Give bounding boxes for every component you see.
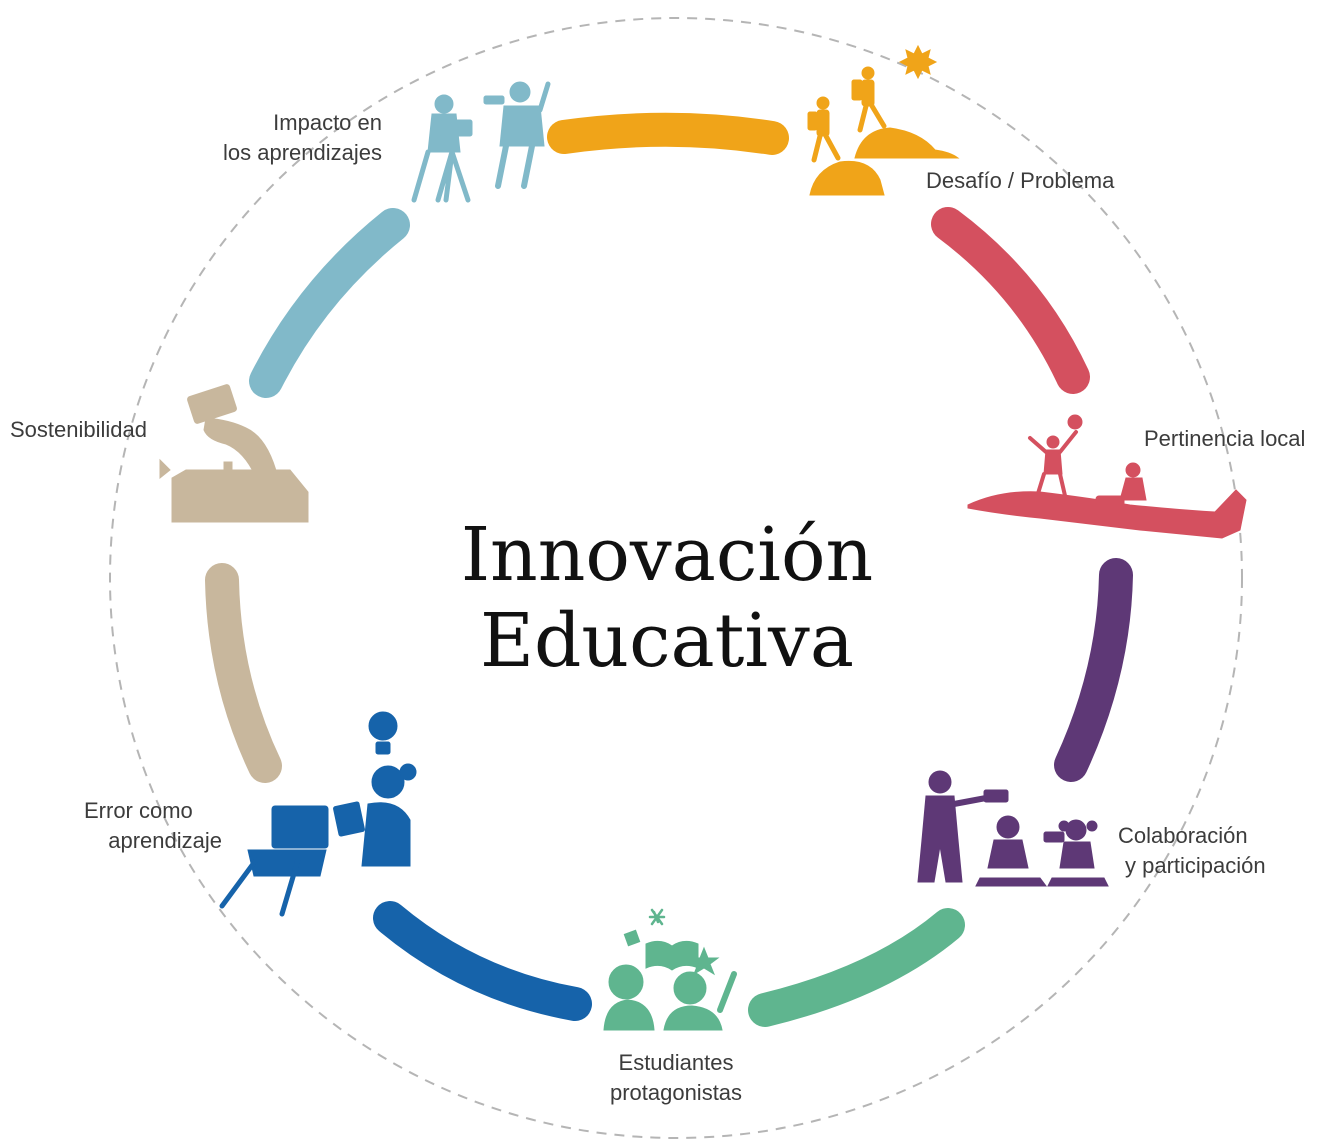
- center-title: Innovación Educativa: [367, 512, 967, 684]
- students-reading-icon: [603, 908, 737, 1031]
- arc-pertinencia: [931, 207, 1090, 394]
- arc-sostenibilidad: [205, 563, 282, 783]
- chile-map-kids-icon: [967, 414, 1247, 539]
- hand-money-school-icon: [159, 384, 309, 523]
- label-error-line1: Error como: [84, 798, 193, 823]
- arc-error: [373, 901, 592, 1021]
- label-colaboracion: Colaboración y participación: [1118, 821, 1266, 881]
- label-impacto: Impacto en los aprendizajes: [182, 108, 382, 168]
- laptop-idea-icon: [219, 711, 417, 917]
- camera-interview-icon: [411, 81, 551, 203]
- hikers-climbing-icon: [807, 44, 960, 196]
- label-colaboracion-line2: y participación: [1125, 853, 1266, 878]
- label-desafio-line1: Desafío / Problema: [926, 168, 1115, 193]
- teacher-kids-robot-icon: [917, 770, 1109, 887]
- label-estudiantes-line2: protagonistas: [609, 1080, 743, 1105]
- label-colaboracion-line1: Colaboración: [1118, 823, 1248, 848]
- label-desafio: Desafío / Problema: [926, 166, 1114, 196]
- title-line2: Educativa: [480, 598, 854, 684]
- label-estudiantes-line1: Estudiantes: [618, 1050, 734, 1075]
- label-sostenibilidad-line1: Sostenibilidad: [10, 417, 147, 442]
- label-impacto-line1: Impacto en: [273, 110, 382, 135]
- title-line1: Innovación: [460, 512, 874, 598]
- arc-impacto: [249, 208, 410, 398]
- label-impacto-line2: los aprendizajes: [223, 140, 382, 165]
- dashed-outer-ring: [109, 17, 1243, 1139]
- label-pertinencia: Pertinencia local: [1144, 424, 1305, 454]
- label-estudiantes: Estudiantes protagonistas: [576, 1048, 776, 1108]
- arc-desafio: [547, 112, 789, 155]
- label-error-line2: aprendizaje: [108, 828, 222, 853]
- label-pertinencia-line1: Pertinencia local: [1144, 426, 1306, 451]
- arc-colaboracion: [1054, 558, 1133, 782]
- arc-estudiantes: [748, 908, 965, 1027]
- label-error: Error como aprendizaje: [60, 796, 222, 856]
- label-sostenibilidad: Sostenibilidad: [10, 415, 147, 445]
